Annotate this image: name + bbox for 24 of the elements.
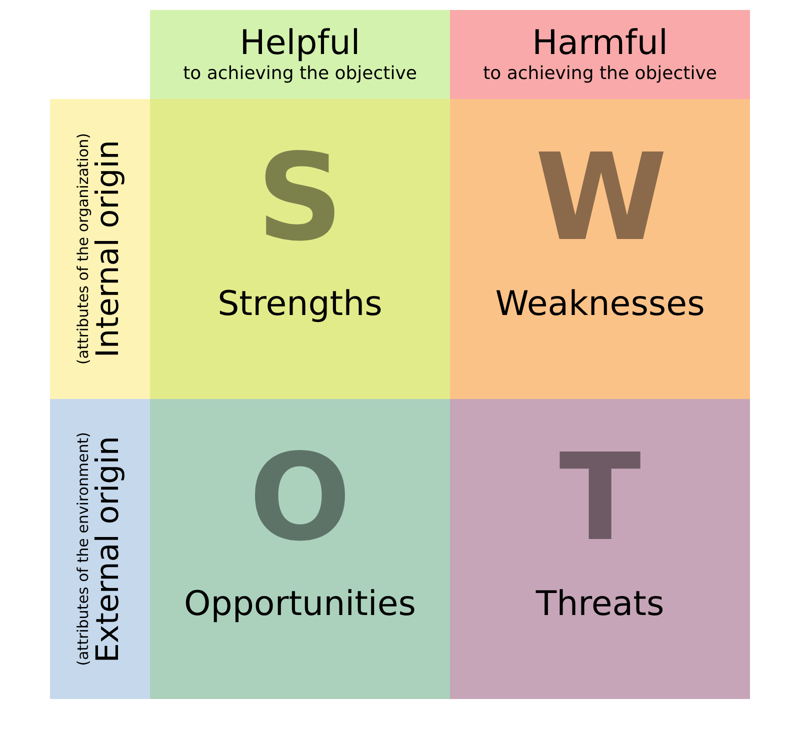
watermark-letter: T xyxy=(558,439,642,559)
watermark-letter: O xyxy=(248,439,352,559)
quadrant-label: Strengths xyxy=(216,284,384,324)
watermark-letter: S xyxy=(256,139,344,259)
quadrant xyxy=(450,399,750,699)
column-header xyxy=(450,10,750,99)
row-title: External origin xyxy=(92,436,124,662)
quadrant-label: Threats xyxy=(534,584,666,624)
quadrant-label: Weaknesses xyxy=(494,284,706,324)
quadrant-label: Opportunities xyxy=(183,584,417,624)
watermark-letter: W xyxy=(535,139,665,259)
quadrant xyxy=(150,99,450,399)
quadrant xyxy=(450,99,750,399)
row-title: Internal origin xyxy=(92,140,124,358)
row-subtitle: (attributes of the environment) xyxy=(76,432,92,666)
row-subtitle: (attributes of the organization) xyxy=(76,133,92,365)
header-subtitle: to achieving the objective xyxy=(183,62,417,84)
column-header xyxy=(150,10,450,99)
header-title: Helpful xyxy=(240,25,360,63)
row-header xyxy=(50,399,150,699)
header-subtitle: to achieving the objective xyxy=(483,62,717,84)
quadrant xyxy=(150,399,450,699)
row-header xyxy=(50,99,150,399)
header-title: Harmful xyxy=(532,25,668,63)
